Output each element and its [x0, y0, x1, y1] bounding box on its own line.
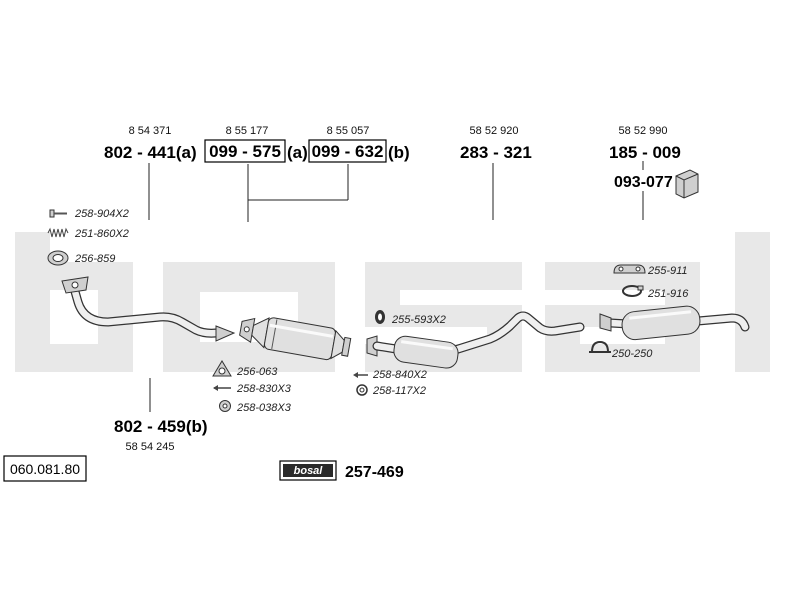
kit-box-edges	[675, 173, 699, 198]
fitting-label-bolt-cat: 258-830X3	[236, 383, 292, 395]
seal-ring-inner	[378, 313, 382, 321]
rear-silencer-body	[621, 305, 701, 341]
kit-number: 257-469	[345, 464, 404, 481]
kit-box-body	[675, 169, 699, 199]
watermark-a-gap	[545, 290, 665, 305]
leader-lines	[148, 161, 644, 412]
seal-ring-icon	[375, 310, 385, 324]
part-box-catalyst-a	[204, 139, 286, 163]
bolt-centre-icon	[353, 372, 368, 378]
variant-catalyst-a: (a)	[287, 143, 308, 162]
fitting-label-spring-front: 251-860X2	[74, 228, 129, 240]
catalytic-converter	[239, 317, 352, 361]
washer-ring-icon	[356, 384, 368, 396]
centre-inlet-flange	[366, 335, 378, 357]
bolt-icon	[49, 209, 67, 218]
spring-icon	[47, 227, 69, 238]
oe-front-pipe-a: 8 54 371	[129, 125, 172, 137]
part-number-front-pipe-a: 802 - 441(a)	[104, 143, 197, 162]
fitting-label-u-clamp: 250-250	[611, 348, 653, 360]
fitting-icons	[47, 169, 699, 412]
catalyst-seam	[271, 319, 278, 350]
centre-silencer-highlight	[401, 340, 453, 351]
rubber-mount-hole-right	[635, 266, 641, 272]
oe-front-pipe-b: 58 54 245	[126, 441, 175, 453]
fitting-label-rubber-mount: 255-911	[647, 265, 688, 277]
clamp-band	[622, 285, 642, 297]
watermark-l	[735, 232, 770, 372]
rubber-mount-icon	[613, 264, 646, 274]
drawing-number: 060.081.80	[10, 461, 80, 477]
rear-tail-pipe	[694, 314, 749, 331]
centre-silencer	[366, 311, 585, 369]
front-pipe-end-clamp	[215, 325, 236, 342]
u-clamp-icon	[589, 340, 611, 353]
fitting-label-clamp-rear: 251-916	[647, 288, 689, 300]
centre-silencer-box	[393, 335, 459, 369]
washer-outer	[356, 384, 368, 396]
oe-catalyst-b: 8 55 057	[327, 125, 370, 137]
front-pipe	[61, 276, 236, 342]
gasket-inner	[52, 254, 64, 262]
fitting-label-bolt-centre: 258-840X2	[372, 369, 427, 381]
bolt-centre-head	[353, 372, 358, 378]
bosal-logo: bosal	[279, 460, 337, 481]
part-box-catalyst-b	[308, 139, 387, 163]
catalyst-highlight	[269, 323, 334, 338]
oe-catalyst-a: 8 55 177	[226, 125, 269, 137]
catalyst-inlet-hole	[243, 326, 250, 333]
fitting-label-bolt-front: 258-904X2	[74, 208, 129, 220]
triangle-gasket-hole	[218, 367, 226, 375]
fitting-label-ring-centre: 255-593X2	[391, 314, 446, 326]
nut-hole	[222, 403, 228, 409]
bolt-arrow-head	[213, 385, 218, 391]
bosal-logo-text: bosal	[294, 465, 324, 477]
watermark-s-gap-top	[400, 290, 522, 305]
part-number-rear-silencer: 185 - 009	[609, 143, 681, 162]
bolt-arrow-icon	[213, 385, 231, 391]
u-clamp-bow	[591, 340, 609, 353]
variant-catalyst-b: (b)	[388, 143, 410, 162]
rubber-mount-hole-left	[618, 266, 624, 272]
bosal-logo-plate	[283, 464, 333, 477]
triangle-gasket-icon	[212, 360, 232, 377]
centre-outlet-pipe	[451, 312, 584, 354]
part-number-catalyst-b: 099 - 632	[312, 142, 384, 161]
clamp-icon	[622, 285, 644, 297]
oe-centre-silencer: 58 52 920	[470, 125, 519, 137]
part-number-centre-silencer: 283 - 321	[460, 143, 532, 162]
part-number-catalyst-a: 099 - 575	[209, 142, 281, 161]
drawing-number-box	[3, 455, 87, 482]
front-pipe-body	[70, 284, 220, 337]
fitting-label-nut-cat: 258-038X3	[236, 402, 292, 414]
fitting-label-gasket-front: 256-859	[74, 253, 115, 265]
centre-inlet-pipe	[373, 342, 400, 353]
fitting-label-ring-centre-lower: 258-117X2	[372, 385, 426, 397]
clamp-tab	[637, 285, 644, 291]
watermark-s-gap-bottom	[365, 327, 487, 344]
gasket-ring-icon	[47, 250, 69, 266]
bolt-head	[49, 209, 55, 218]
washer-inner	[359, 387, 365, 393]
rear-silencer	[599, 305, 750, 341]
part-number-fitting-kit: 093-077	[614, 174, 673, 191]
nut-icon	[219, 400, 231, 412]
oe-rear-silencer: 58 52 990	[619, 125, 668, 137]
catalyst-outlet-flange	[341, 336, 352, 357]
fitting-label-gasket-cat: 256-063	[236, 366, 278, 378]
flange-hole	[71, 281, 79, 289]
rear-silencer-highlight	[629, 310, 692, 320]
rear-silencer-box	[621, 305, 701, 341]
rear-inlet-flange	[599, 313, 612, 332]
part-number-front-pipe-b: 802 - 459(b)	[114, 417, 208, 436]
fitting-kit-box-icon	[675, 169, 699, 199]
